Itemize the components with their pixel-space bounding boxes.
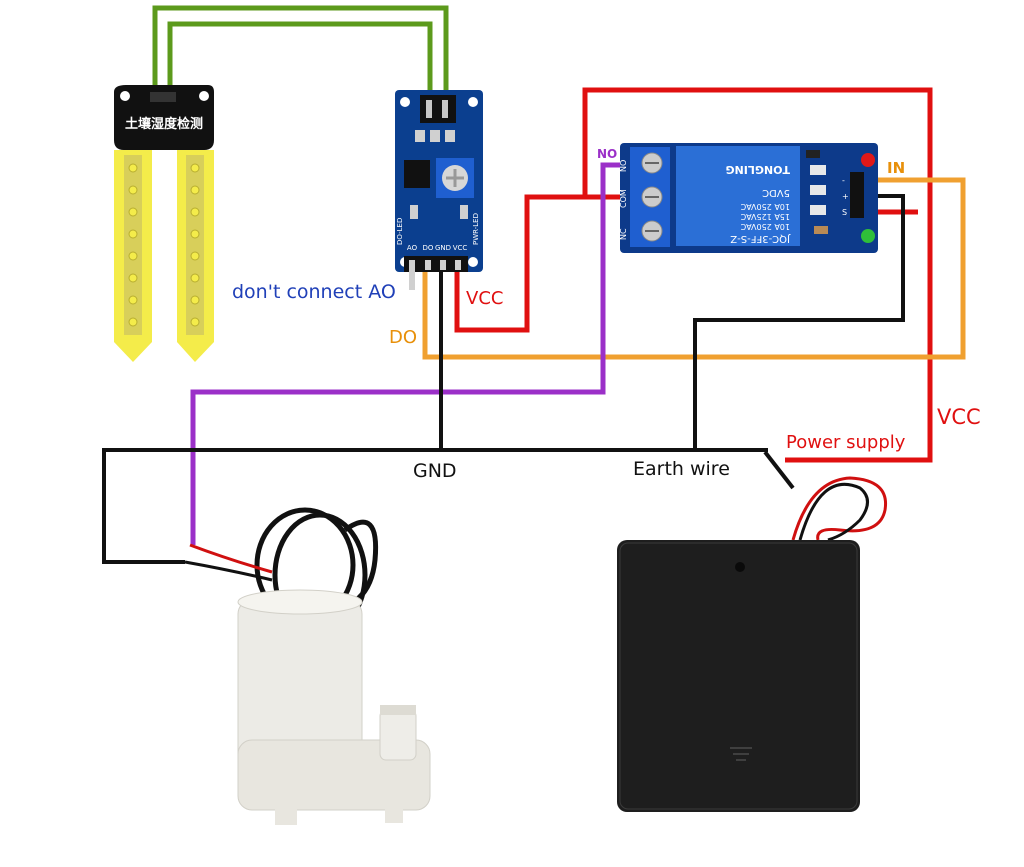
- relay-coil-line-2: 10A 250VAC: [740, 222, 790, 231]
- wires: [102, 5, 966, 564]
- module-pin-vcc: VCC: [453, 244, 468, 252]
- module-pin-gnd: GND: [435, 244, 451, 252]
- relay-pin-s: S: [842, 208, 847, 217]
- green-wire-inner: [167, 21, 433, 100]
- relay-term-com: COM: [619, 189, 628, 208]
- relay-led-green: [861, 229, 875, 243]
- relay-pin-plus: +: [842, 192, 849, 201]
- label-earth-wire: Earth wire: [633, 458, 730, 480]
- label-vcc-sensor: VCC: [466, 288, 503, 309]
- relay-coil-line-4: 10A 250VAC: [740, 202, 790, 211]
- probe-chinese-text: 土壤湿度检测: [125, 116, 203, 132]
- label-vcc-relay: VCC: [937, 405, 981, 429]
- purple-no-wire: [190, 162, 648, 545]
- pump-red-lead: [189, 543, 273, 574]
- relay-coil-line-5: 5VDC: [762, 187, 790, 198]
- battery-red-lead: [791, 476, 888, 541]
- relay-term-nc: NC: [619, 228, 628, 240]
- label-do: DO: [389, 327, 417, 348]
- battery-box: [617, 476, 888, 812]
- relay-coil-line-6: TONGLING: [726, 163, 790, 176]
- red-loop-wire: [582, 87, 933, 463]
- red-vcc-sensor-wire: [454, 194, 648, 333]
- label-gnd: GND: [413, 460, 457, 482]
- module-side-left: DO-LED: [396, 218, 404, 245]
- black-gnd-bus-wire: [102, 448, 768, 564]
- label-no: NO: [597, 147, 617, 161]
- relay-pin-minus: -: [842, 176, 845, 185]
- relay-led-red: [861, 153, 875, 167]
- relay-coil-line-1: JQC-3FF-S-Z: [730, 233, 791, 244]
- module-pin-ao: AO: [407, 244, 418, 252]
- label-in: IN: [887, 159, 905, 177]
- black-relay-gnd-wire: [693, 194, 905, 450]
- relay-term-no: NO: [619, 160, 628, 172]
- relay-coil-line-3: 15A 125VAC: [740, 212, 790, 221]
- label-power-supply: Power supply: [786, 432, 906, 453]
- soil-probe: 土壤湿度检测: [114, 85, 214, 362]
- sensor-module: DO-LED PWR-LED AO DO GND VCC: [395, 90, 483, 290]
- module-pin-do: DO: [423, 244, 434, 252]
- label-dont-connect-ao: don't connect AO: [232, 281, 396, 303]
- green-wire-outer: [152, 5, 449, 100]
- water-pump: [184, 507, 431, 825]
- battery-black-lead: [798, 482, 869, 542]
- module-side-right: PWR-LED: [472, 213, 480, 245]
- black-battery-wire: [763, 450, 795, 490]
- relay-module: NO COM NC JQC-3FF-S-Z 10A 250VAC 15A 125…: [619, 143, 878, 253]
- pump-black-lead: [184, 560, 273, 582]
- orange-do-wire: [422, 177, 966, 360]
